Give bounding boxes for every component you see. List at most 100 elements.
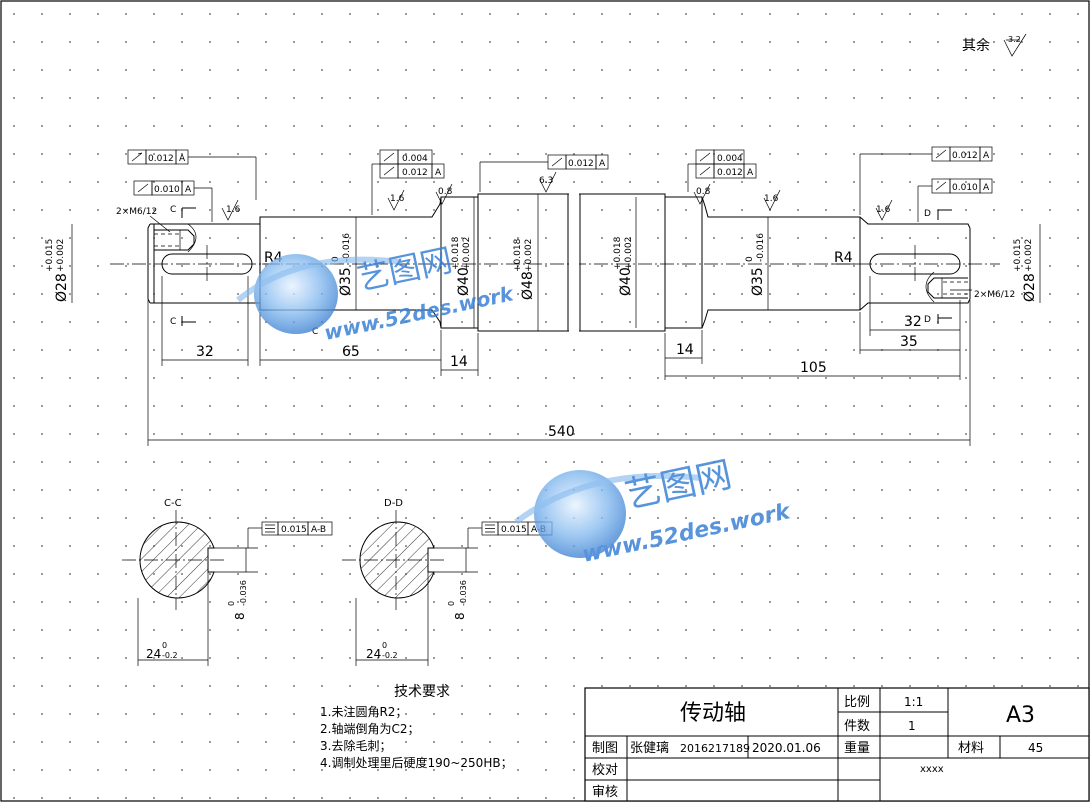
section-dd: D-D 8 0 -0.036 24 0 -0.2 0.015 A-B [342,498,553,666]
svg-text:-0.016: -0.016 [342,233,352,262]
dia-28-right: Ø28 [1022,273,1038,302]
section-markers: C C C D D [170,205,952,337]
dia-40-right: Ø40 [618,267,634,296]
svg-text:+0.002: +0.002 [56,239,66,272]
svg-text:比例: 比例 [844,695,870,710]
svg-text:+0.015: +0.015 [45,239,55,272]
svg-text:14: 14 [676,342,694,358]
svg-text:-0.036: -0.036 [239,580,248,606]
svg-text:0.8: 0.8 [696,187,711,197]
svg-text:xxxx: xxxx [920,764,944,775]
svg-text:件数: 件数 [844,719,870,734]
svg-text:35: 35 [900,334,918,350]
svg-text:24: 24 [366,647,381,661]
svg-text:1.6: 1.6 [764,194,779,204]
gdt-frame-runout-right-2: 0.010 A [917,178,993,222]
svg-text:A-B: A-B [311,525,326,535]
svg-text:0: 0 [162,641,167,650]
svg-text:A: A [435,168,442,178]
svg-text:0: 0 [745,256,755,262]
tech-req-title: 技术要求 [394,684,450,700]
svg-text:0.012: 0.012 [148,154,174,164]
gdt-frame-symmetry-cc: 0.015 A-B [247,521,333,548]
svg-text:1.6: 1.6 [390,194,405,204]
dia-35-left: Ø35 [338,267,354,296]
svg-text:C: C [312,327,318,337]
svg-text:+0.015: +0.015 [1013,239,1023,272]
svg-text:0.004: 0.004 [402,154,428,164]
svg-text:0: 0 [447,601,456,606]
technical-requirements: 技术要求 1.未注圆角R2； 2.轴端倒角为C2； 3.去除毛刺； 4.调制处理… [320,684,513,770]
dia-48: Ø48 [520,271,536,300]
svg-text:1.6: 1.6 [226,205,241,215]
svg-text:24: 24 [146,647,161,661]
diameter-dimensions: Ø28 +0.015 +0.002 Ø35 0 -0.016 Ø40 +0.01… [45,194,1041,331]
svg-text:1: 1 [908,719,916,733]
gdt-frame-runout-right-1: 0.012 A [859,146,993,215]
svg-text:+0.018: +0.018 [513,238,523,272]
svg-text:C-C: C-C [164,498,182,509]
svg-text:65: 65 [342,344,360,360]
part-name: 传动轴 [680,701,746,726]
svg-text:2020.01.06: 2020.01.06 [752,741,821,755]
svg-text:32: 32 [904,314,922,330]
gdt-frame-runout-mid: 0.012 A [479,154,609,192]
svg-text:-0.2: -0.2 [382,651,398,660]
svg-text:-0.2: -0.2 [162,651,178,660]
sheet-size: A3 [1006,703,1035,728]
svg-text:D-D: D-D [384,498,403,509]
gdt-frame-runout-left-1: 0.012 A [127,149,257,200]
section-cc: C-C 8 0 -0.036 24 0 -0.2 0.015 A-B [122,498,333,666]
svg-text:+0.002: +0.002 [462,237,472,270]
dia-35-right: Ø35 [750,267,766,296]
svg-text:材料: 材料 [958,741,984,756]
svg-text:校对: 校对 [592,762,618,778]
svg-text:C: C [170,317,176,327]
fillet-r4-right: R4 [834,250,853,266]
svg-text:0.8: 0.8 [438,187,453,197]
svg-text:+0.018: +0.018 [451,236,461,270]
svg-text:0: 0 [382,641,387,650]
svg-text:+0.002: +0.002 [524,239,534,272]
svg-text:1.6: 1.6 [876,205,891,215]
svg-text:0.010: 0.010 [952,183,978,193]
length-dimensions: 32 65 14 14 105 32 35 540 [147,276,971,446]
svg-text:0.012: 0.012 [952,151,978,161]
svg-text:0.015: 0.015 [281,525,307,535]
svg-text:A: A [983,183,990,193]
svg-text:0: 0 [227,601,236,606]
svg-text:审核: 审核 [592,785,618,800]
svg-text:A: A [185,185,192,195]
svg-text:其余: 其余 [962,37,990,54]
svg-text:A: A [983,151,990,161]
svg-text:-0.016: -0.016 [756,233,766,262]
svg-text:0.012: 0.012 [717,168,743,178]
svg-text:0.012: 0.012 [568,159,594,169]
gdt-frames: 0.012 A 0.010 A 0.004 0.012 A 0.012 A [127,146,993,222]
gdt-frame-runout-left-2: 0.010 A [133,180,213,222]
tech-req-item: 4.调制处理里后硬度190~250HB； [320,755,513,770]
svg-text:D: D [924,315,931,325]
general-roughness-note: 其余 3.2 [962,33,1027,57]
svg-text:+0.002: +0.002 [624,237,634,270]
svg-text:A: A [179,154,186,164]
svg-text:2×M6/12: 2×M6/12 [116,207,157,217]
svg-text:14: 14 [450,354,468,370]
svg-text:制图: 制图 [592,741,618,756]
svg-text:A: A [599,159,606,169]
svg-text:6.3: 6.3 [539,176,553,186]
roughness-symbols: 1.6 1.6 0.8 6.3 0.8 1.6 1.6 [221,171,893,221]
svg-text:3.2: 3.2 [1008,35,1021,44]
svg-text:0.015: 0.015 [501,525,527,535]
svg-text:+0.002: +0.002 [1024,239,1034,272]
svg-text:45: 45 [1028,741,1043,755]
dia-40-left: Ø40 [456,267,472,296]
tech-req-item: 3.去除毛刺； [320,738,391,753]
tech-req-item: 1.未注圆角R2； [320,704,407,719]
tech-req-item: 2.轴端倒角为C2； [320,721,419,736]
svg-text:540: 540 [548,424,575,440]
svg-text:0.012: 0.012 [402,168,428,178]
